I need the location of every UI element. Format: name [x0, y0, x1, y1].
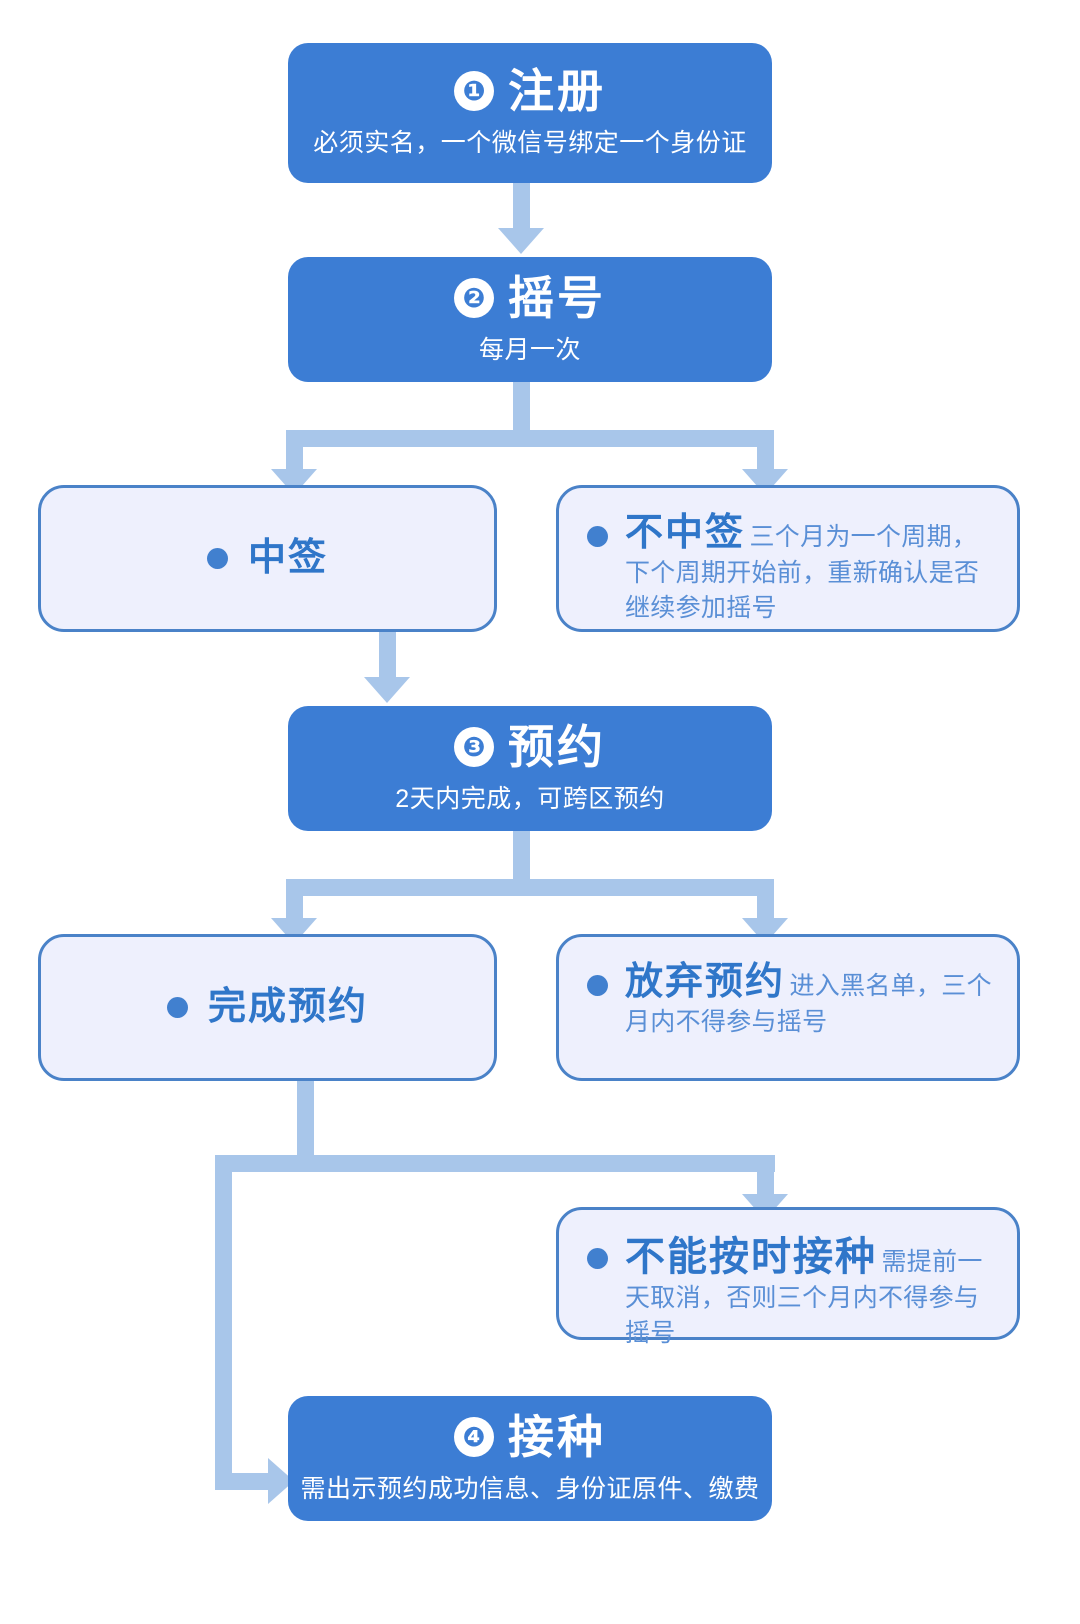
outcome-subtitle-cannot-attend: 需提前一天取消，否则三个月内不得参与摇号 [625, 1248, 983, 1347]
outcome-text-cannot-attend: 不能按时接种 需提前一天取消，否则三个月内不得参与摇号 [625, 1236, 995, 1352]
step-number-badge-4: ❹ [454, 1416, 494, 1457]
step-subtitle-lottery: 每月一次 [478, 335, 581, 364]
connector-done-right-drop [757, 1155, 774, 1197]
bullet-dot-icon-appointment-abandoned [587, 975, 608, 996]
step-box-appointment[interactable]: ❸ 预约 2天内完成，可跨区预约 [288, 706, 772, 831]
connector-appointment-right-drop [757, 879, 774, 921]
step-box-vaccination[interactable]: ❹ 接种 需出示预约成功信息、身份证原件、缴费 [288, 1396, 772, 1521]
outcome-text-appointment-abandoned: 放弃预约 进入黑名单，三个月内不得参与摇号 [625, 961, 995, 1040]
outcome-title-cannot-attend: 不能按时接种 [625, 1235, 877, 1279]
connector-appointment-crossbar [286, 879, 774, 896]
step-title-row-vaccination: ❹ 接种 [454, 1414, 606, 1460]
connector-lottery-left-drop [286, 430, 303, 472]
connector-done-left-vertical [215, 1155, 232, 1490]
outcome-title-won: 中签 [247, 536, 328, 579]
step-title-lottery: 摇号 [508, 271, 606, 324]
step-subtitle-register: 必须实名，一个微信号绑定一个身份证 [313, 129, 747, 157]
connector-done-left-to-vaccination [215, 1473, 275, 1490]
connector-appointment-left-drop [286, 879, 303, 921]
step-title-register: 注册 [508, 65, 606, 117]
bullet-dot-icon-won [206, 548, 228, 569]
outcome-box-appointment-done[interactable]: 完成预约 [38, 934, 497, 1081]
connector-done-stem-lower [297, 1081, 314, 1161]
outcome-box-cannot-attend[interactable]: 不能按时接种 需提前一天取消，否则三个月内不得参与摇号 [556, 1207, 1020, 1347]
outcome-subtitle-appointment-abandoned: 进入黑名单，三个月内不得参与摇号 [625, 972, 992, 1036]
step-box-lottery[interactable]: ❷ 摇号 每月一次 [288, 257, 772, 382]
step-title-row-lottery: ❷ 摇号 [454, 275, 606, 321]
arrow-register-to-lottery [498, 228, 544, 254]
outcome-text-not-won: 不中签 三个月为一个周期，下个周期开始前，重新确认是否继续参加摇号 [625, 512, 995, 627]
step-title-appointment: 预约 [508, 720, 606, 773]
outcome-subtitle-not-won: 三个月为一个周期，下个周期开始前，重新确认是否继续参加摇号 [625, 523, 980, 622]
step-subtitle-vaccination: 需出示预约成功信息、身份证原件、缴费 [300, 1474, 760, 1503]
outcome-content-not-won: 不中签 三个月为一个周期，下个周期开始前，重新确认是否继续参加摇号 [559, 488, 1017, 629]
outcome-box-not-won[interactable]: 不中签 三个月为一个周期，下个周期开始前，重新确认是否继续参加摇号 [556, 485, 1020, 632]
connector-lottery-stem [513, 382, 530, 430]
bullet-dot-icon-appointment-done [166, 997, 188, 1018]
connector-won-to-appointment [379, 632, 396, 680]
bullet-dot-icon-cannot-attend [587, 1248, 608, 1269]
outcome-text-appointment-done: 完成预约 [207, 985, 368, 1028]
bullet-dot-icon-not-won [587, 526, 608, 547]
outcome-title-appointment-abandoned: 放弃预约 [625, 961, 786, 1003]
outcome-content-cannot-attend: 不能按时接种 需提前一天取消，否则三个月内不得参与摇号 [559, 1210, 1017, 1347]
step-title-row-appointment: ❸ 预约 [454, 724, 606, 770]
outcome-text-won: 中签 [247, 536, 328, 579]
connector-done-crossbar [215, 1155, 775, 1172]
outcome-box-appointment-abandoned[interactable]: 放弃预约 进入黑名单，三个月内不得参与摇号 [556, 934, 1020, 1081]
connector-lottery-right-drop [757, 430, 774, 472]
step-number-badge-1: ❶ [454, 71, 494, 111]
outcome-title-appointment-done: 完成预约 [207, 985, 368, 1028]
arrow-won-to-appointment [364, 677, 410, 703]
step-number-badge-2: ❷ [454, 277, 494, 318]
step-number-badge-3: ❸ [454, 726, 494, 767]
connector-lottery-crossbar [286, 430, 774, 447]
connector-appointment-stem [513, 831, 530, 879]
step-box-register[interactable]: ❶ 注册 必须实名，一个微信号绑定一个身份证 [288, 43, 772, 183]
step-title-vaccination: 接种 [508, 1410, 606, 1463]
step-title-row-register: ❶ 注册 [454, 68, 606, 114]
outcome-title-not-won: 不中签 [625, 512, 746, 554]
step-subtitle-appointment: 2天内完成，可跨区预约 [395, 784, 665, 813]
connector-register-to-lottery [513, 183, 530, 231]
outcome-content-won: 中签 [41, 488, 494, 629]
outcome-content-appointment-abandoned: 放弃预约 进入黑名单，三个月内不得参与摇号 [559, 937, 1017, 1078]
outcome-content-appointment-done: 完成预约 [41, 937, 494, 1078]
outcome-box-won[interactable]: 中签 [38, 485, 497, 632]
